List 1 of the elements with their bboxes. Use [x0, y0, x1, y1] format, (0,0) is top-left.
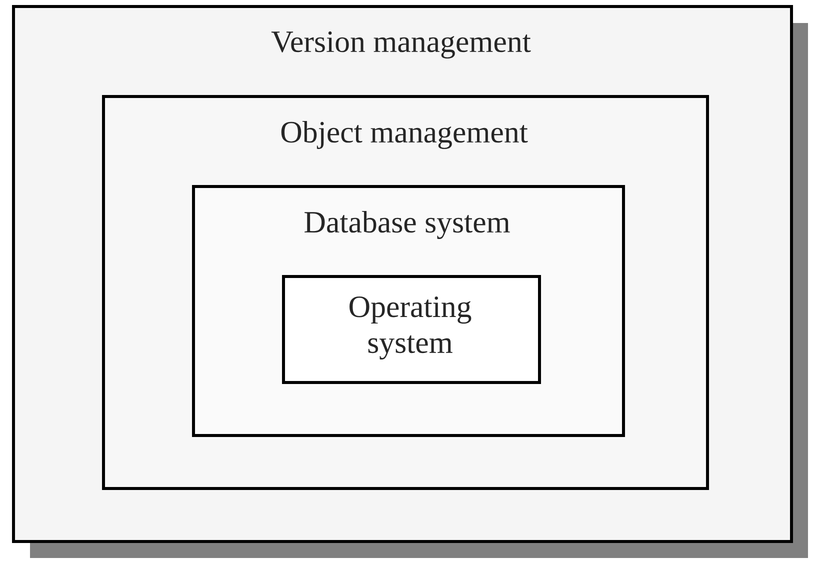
- layer-box: Operating system: [282, 275, 541, 384]
